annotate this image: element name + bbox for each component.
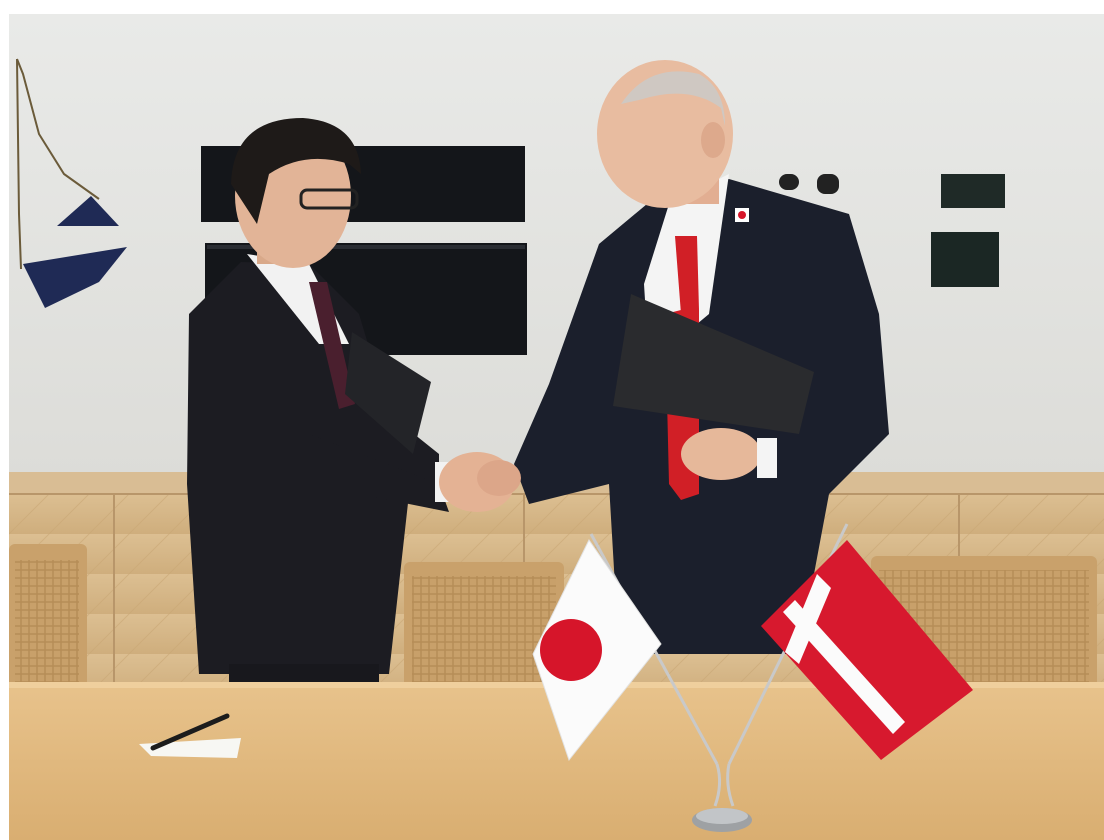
handshake: [439, 452, 521, 512]
denmark-flag-icon: [761, 540, 973, 760]
person-left: [187, 118, 449, 694]
handshake-photo: [9, 14, 1104, 840]
pen-icon: [150, 713, 230, 751]
wall-art-icon: [16, 58, 127, 308]
wall-plaque-icon: [779, 174, 1005, 287]
chair: [9, 544, 87, 694]
chair: [404, 562, 564, 692]
person-right: [514, 60, 889, 654]
japan-flag-icon: [532, 539, 662, 762]
